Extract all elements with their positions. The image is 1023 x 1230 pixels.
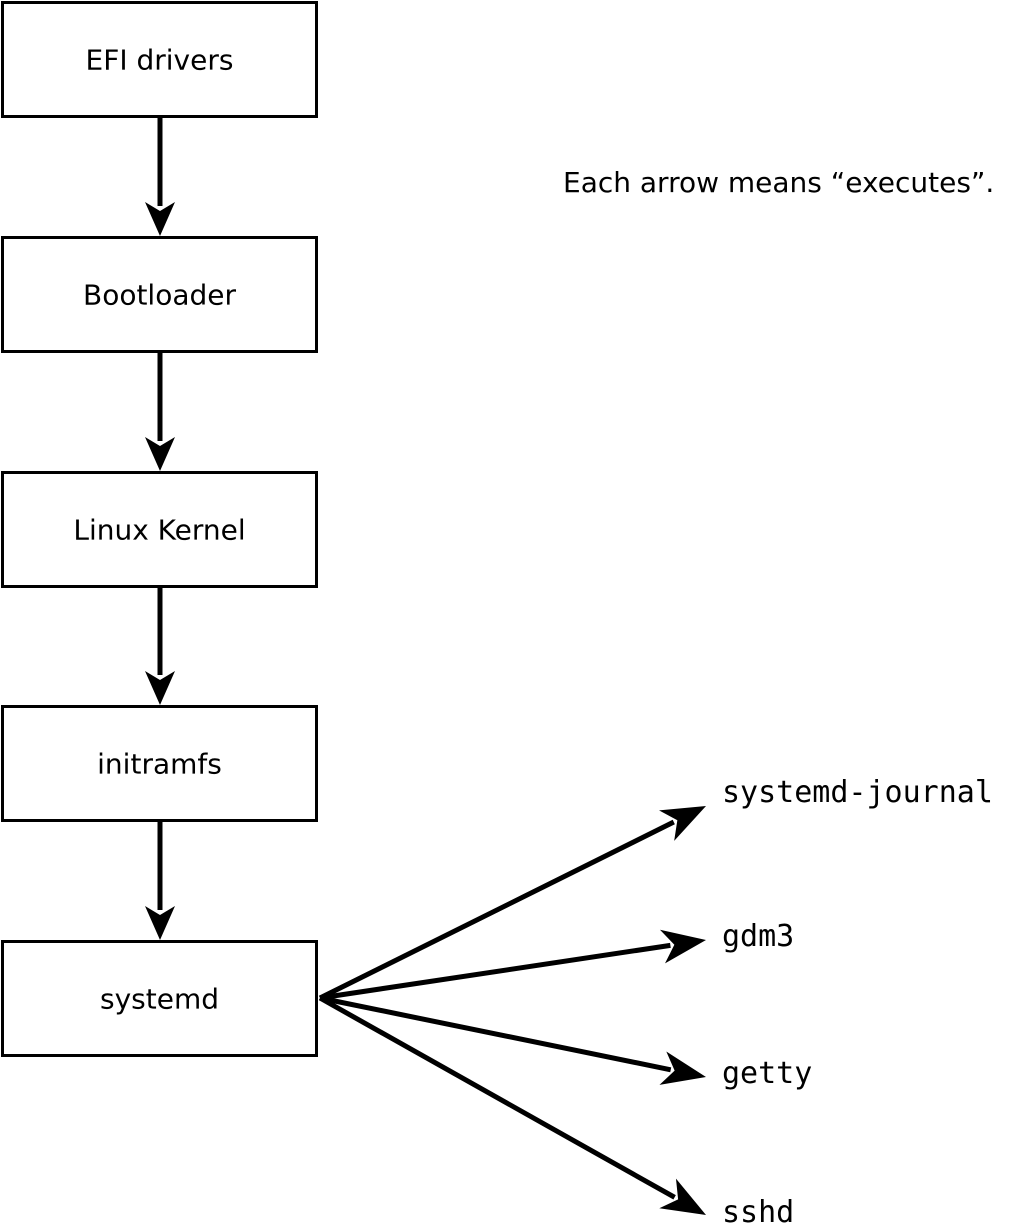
arrowhead-icon [659, 806, 706, 841]
arrowhead-icon [659, 1178, 706, 1215]
node-box-linux-kernel[interactable] [1, 471, 318, 588]
node-bootloader[interactable]: Bootloader [1, 236, 318, 353]
node-systemd[interactable]: systemd [1, 940, 318, 1057]
node-linux-kernel[interactable]: Linux Kernel [1, 471, 318, 588]
chain-arrow-efi-to-bootloader [145, 118, 175, 236]
fanout-edges-group [318, 806, 706, 1215]
service-labels-group: systemd-journal gdm3 getty sshd [722, 775, 993, 1230]
node-box-bootloader[interactable] [1, 236, 318, 353]
node-box-initramfs[interactable] [1, 705, 318, 822]
chain-edges-group [145, 118, 175, 940]
node-label-systemd: systemd [100, 983, 219, 1016]
fanout-arrow-gdm3 [319, 929, 706, 1001]
service-label-gdm3: gdm3 [722, 919, 794, 954]
node-box-systemd[interactable] [1, 940, 318, 1057]
chain-arrow-initramfs-to-systemd [145, 822, 175, 940]
arrowhead-icon [145, 437, 175, 471]
node-efi-drivers[interactable]: EFI drivers [1, 1, 318, 118]
arrowhead-icon [659, 929, 706, 964]
node-label-bootloader: Bootloader [83, 279, 237, 312]
arrowhead-icon [145, 671, 175, 705]
service-label-sshd: sshd [722, 1195, 794, 1230]
fanout-arrow-getty [319, 995, 706, 1085]
arrowhead-icon [145, 202, 175, 236]
node-label-linux-kernel: Linux Kernel [73, 514, 245, 547]
chain-arrow-bootloader-to-kernel [145, 353, 175, 471]
fanout-arrow-sshd [318, 995, 706, 1215]
arrowhead-icon [659, 1051, 706, 1085]
service-label-getty: getty [722, 1056, 812, 1091]
arrowhead-icon [145, 906, 175, 940]
node-label-initramfs: initramfs [97, 748, 222, 781]
chain-arrow-kernel-to-initramfs [145, 588, 175, 705]
service-label-systemd-journal: systemd-journal [722, 775, 993, 810]
fanout-arrow-systemd-journal [318, 806, 706, 1001]
node-initramfs[interactable]: initramfs [1, 705, 318, 822]
legend-text: Each arrow means “executes”. [563, 166, 994, 199]
node-label-efi-drivers: EFI drivers [86, 44, 234, 77]
node-box-efi-drivers[interactable] [1, 1, 318, 118]
